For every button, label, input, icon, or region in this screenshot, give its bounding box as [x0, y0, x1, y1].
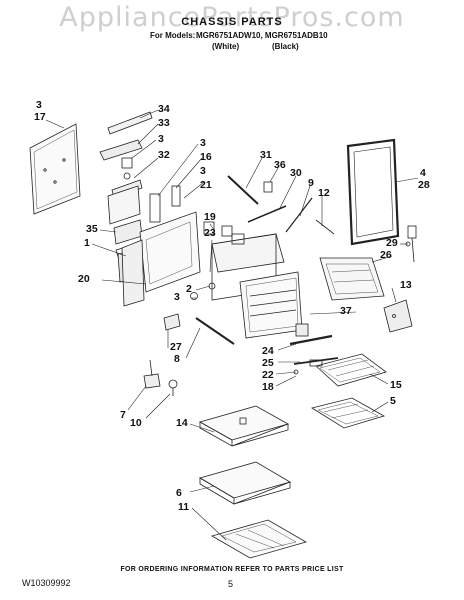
- callout-11: 11: [178, 501, 190, 513]
- callout-21: 21: [200, 179, 212, 191]
- callout-10: 10: [130, 417, 142, 429]
- callout-2: 2: [186, 283, 192, 295]
- callout-33: 33: [158, 117, 170, 129]
- oven-rack-parts: [310, 353, 387, 429]
- callout-3: 3: [158, 133, 164, 145]
- document-code: W10309992: [22, 578, 71, 588]
- bottom-plate-parts: [198, 405, 308, 559]
- callout-35: 35: [86, 223, 98, 235]
- side-panel-part: [29, 123, 81, 215]
- rack-rail-parts: [289, 334, 339, 375]
- callout-34: 34: [158, 103, 170, 115]
- models-prefix: For Models:: [150, 31, 196, 40]
- callout-3: 3: [200, 165, 206, 177]
- callout-13: 13: [400, 279, 412, 291]
- callout-27: 27: [170, 341, 182, 353]
- callout-3: 3: [200, 137, 206, 149]
- callout-9: 9: [308, 177, 314, 189]
- callout-25: 25: [262, 357, 274, 369]
- callout-22: 22: [262, 369, 274, 381]
- color-white: (White): [212, 42, 240, 51]
- callout-6: 6: [176, 487, 182, 499]
- callout-1: 1: [84, 237, 90, 249]
- callout-12: 12: [318, 187, 330, 199]
- page-title: CHASSIS PARTS: [181, 16, 283, 28]
- door-hinge-part: [383, 299, 413, 333]
- callout-7: 7: [120, 409, 126, 421]
- callout-32: 32: [158, 149, 170, 161]
- lower-left-parts: [143, 282, 235, 396]
- models-list: MGR6751ADW10, MGR6751ADB10: [196, 31, 328, 40]
- ordering-note: FOR ORDERING INFORMATION REFER TO PARTS …: [120, 566, 344, 573]
- broil-pan-part: [319, 257, 385, 301]
- callout-17: 17: [34, 111, 46, 123]
- page-number: 5: [228, 579, 234, 589]
- callout-30: 30: [290, 167, 302, 179]
- callout-3: 3: [36, 99, 42, 111]
- callout-3: 3: [174, 291, 180, 303]
- callout-36: 36: [274, 159, 286, 171]
- callout-28: 28: [418, 179, 430, 191]
- callout-37: 37: [340, 305, 352, 317]
- callout-26: 26: [380, 249, 392, 261]
- top-bracket-parts: [99, 111, 153, 180]
- color-black: (Black): [272, 42, 299, 51]
- callout-14: 14: [176, 417, 188, 429]
- callout-16: 16: [200, 151, 212, 163]
- callout-23: 23: [204, 227, 216, 239]
- callout-15: 15: [390, 379, 402, 391]
- callout-5: 5: [390, 395, 396, 407]
- callout-29: 29: [386, 237, 398, 249]
- door-gasket-part: [346, 138, 417, 263]
- oven-cavity-part: [211, 233, 309, 339]
- callout-19: 19: [204, 211, 216, 223]
- callout-8: 8: [174, 353, 180, 365]
- callout-31: 31: [260, 149, 272, 161]
- top-rail-parts: [203, 175, 335, 237]
- oven-frame-part: [121, 185, 201, 307]
- callout-20: 20: [78, 273, 90, 285]
- callout-24: 24: [262, 345, 274, 357]
- callout-18: 18: [262, 381, 274, 393]
- watermark: AppliancePartsPros.com: [59, 2, 405, 33]
- leader-lines: [45, 109, 419, 541]
- callout-4: 4: [420, 167, 426, 179]
